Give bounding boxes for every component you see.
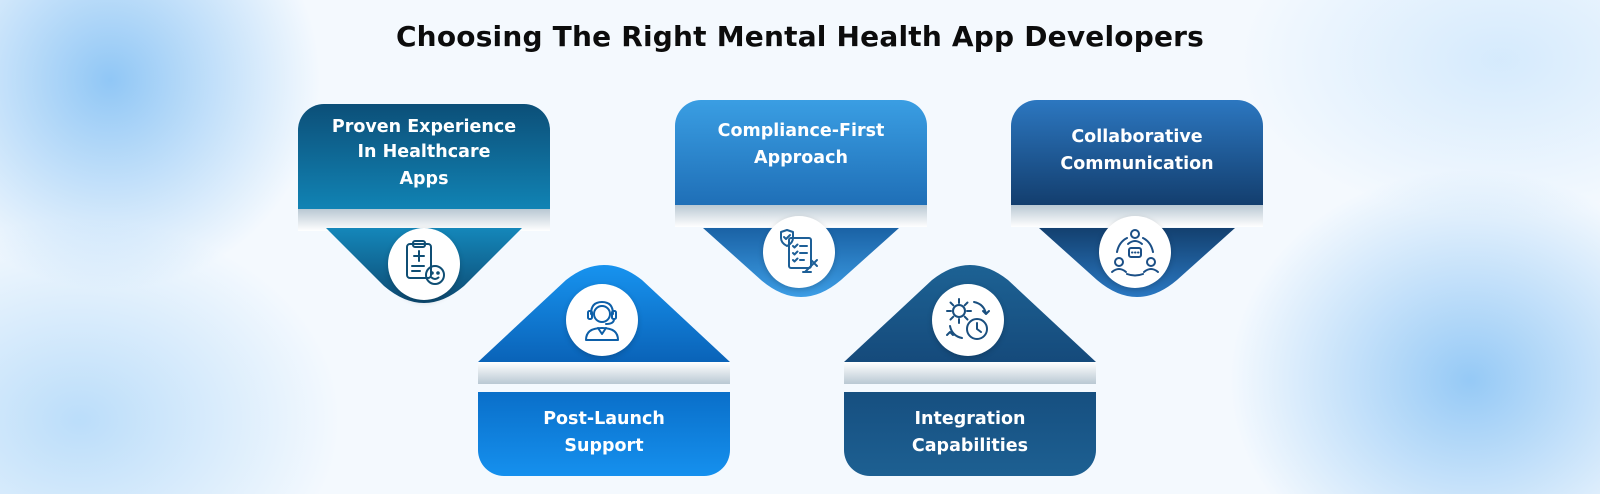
card-label-line1: Integration <box>914 409 1026 429</box>
card-header-box <box>298 104 550 209</box>
card-label-line2: Communication <box>1060 154 1214 174</box>
icon-circle <box>566 284 638 356</box>
card-compliance-first: Compliance-First Approach <box>675 100 927 300</box>
card-shadow-band <box>478 362 730 384</box>
card-integration-capabilities: Integration Capabilities <box>844 262 1096 482</box>
card-collaborative-communication: Collaborative Communication <box>1011 100 1263 300</box>
card-label-line2: Approach <box>754 148 848 168</box>
medical-clipboard-icon <box>406 240 445 285</box>
card-label-line1: Post-Launch <box>543 409 665 429</box>
card-footer-box <box>844 392 1096 476</box>
page-title: Choosing The Right Mental Health App Dev… <box>395 20 1205 53</box>
compliance-checklist-icon <box>780 229 818 273</box>
icon-circle <box>932 284 1004 356</box>
icon-circle <box>1099 216 1171 288</box>
card-post-launch-support: Post-Launch Support <box>478 262 730 482</box>
icon-circle <box>388 228 460 300</box>
card-header-box <box>1011 100 1263 205</box>
team-communication-icon <box>1111 229 1159 277</box>
card-label: Proven Experience <box>331 117 517 137</box>
card-proven-experience-line3: Apps <box>399 169 449 189</box>
icon-circle <box>763 216 835 288</box>
card-label-line1: Compliance-First <box>717 121 885 141</box>
gear-clock-icon <box>946 298 990 340</box>
card-footer-box <box>478 392 730 476</box>
card-shadow-band <box>844 362 1096 384</box>
support-agent-icon <box>585 301 619 341</box>
card-label-line1: Collaborative <box>1071 127 1203 147</box>
card-header-box <box>675 100 927 205</box>
card-label-line2: Capabilities <box>911 436 1029 456</box>
card-shadow-band <box>298 209 550 231</box>
card-proven-experience-line2: In Healthcare <box>357 142 491 162</box>
card-label-line2: Support <box>564 436 644 456</box>
card-proven-experience: Proven Experience <box>298 104 550 304</box>
